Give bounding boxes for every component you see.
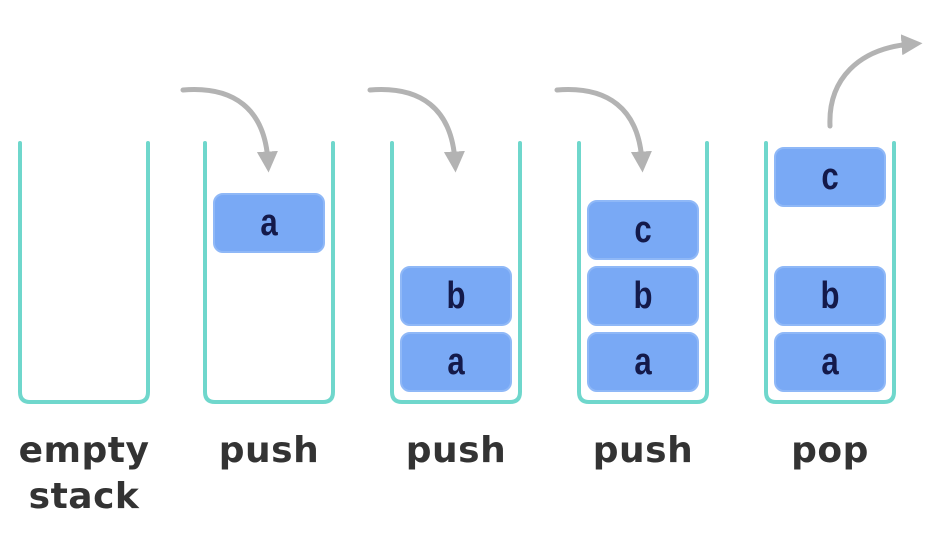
stack-2-floating-a-block xyxy=(213,193,325,253)
caption-stack-1: empty stack xyxy=(0,428,174,520)
stack-container-1 xyxy=(18,141,150,404)
stack-5-item-b-block xyxy=(774,266,886,326)
caption-line: push xyxy=(405,430,507,471)
caption-line: empty xyxy=(18,430,150,471)
caption-line: pop xyxy=(791,430,869,471)
stack-4-item-c-block xyxy=(587,200,699,260)
caption-stack-2: push xyxy=(179,428,359,474)
caption-stack-4: push xyxy=(553,428,733,474)
stack-5-floating-c-label: c xyxy=(821,156,838,198)
stack-3-item-a-block xyxy=(400,332,512,392)
stack-4-item-b-block xyxy=(587,266,699,326)
stack-4-item-a-block xyxy=(587,332,699,392)
stack-5-floating-c-block xyxy=(774,147,886,207)
push-arrow-3 xyxy=(367,87,465,173)
caption-stack-3: push xyxy=(366,428,546,474)
stack-3-item-a-label: a xyxy=(447,341,465,383)
stack-container-2 xyxy=(203,141,335,404)
push-arrow-2 xyxy=(180,87,278,173)
caption-line: push xyxy=(592,430,694,471)
stack-3-item-b-label: b xyxy=(446,275,465,317)
caption-stack-5: pop xyxy=(740,428,920,474)
stack-container-5 xyxy=(764,141,896,404)
caption-line: push xyxy=(218,430,320,471)
stack-3-item-b-block xyxy=(400,266,512,326)
stack-4-item-b-label: b xyxy=(633,275,652,317)
push-arrow-4 xyxy=(554,87,652,173)
pop-arrow xyxy=(827,34,923,129)
stack-2-floating-a-label: a xyxy=(260,202,278,244)
stack-4-item-a-label: a xyxy=(634,341,652,383)
stack-5-item-a-block xyxy=(774,332,886,392)
stack-5-item-a-label: a xyxy=(821,341,839,383)
stack-container-3 xyxy=(390,141,522,404)
stack-container-4 xyxy=(577,141,709,404)
stack-5-item-b-label: b xyxy=(820,275,839,317)
stack-4-item-c-label: c xyxy=(634,209,651,251)
caption-line: stack xyxy=(28,476,140,517)
